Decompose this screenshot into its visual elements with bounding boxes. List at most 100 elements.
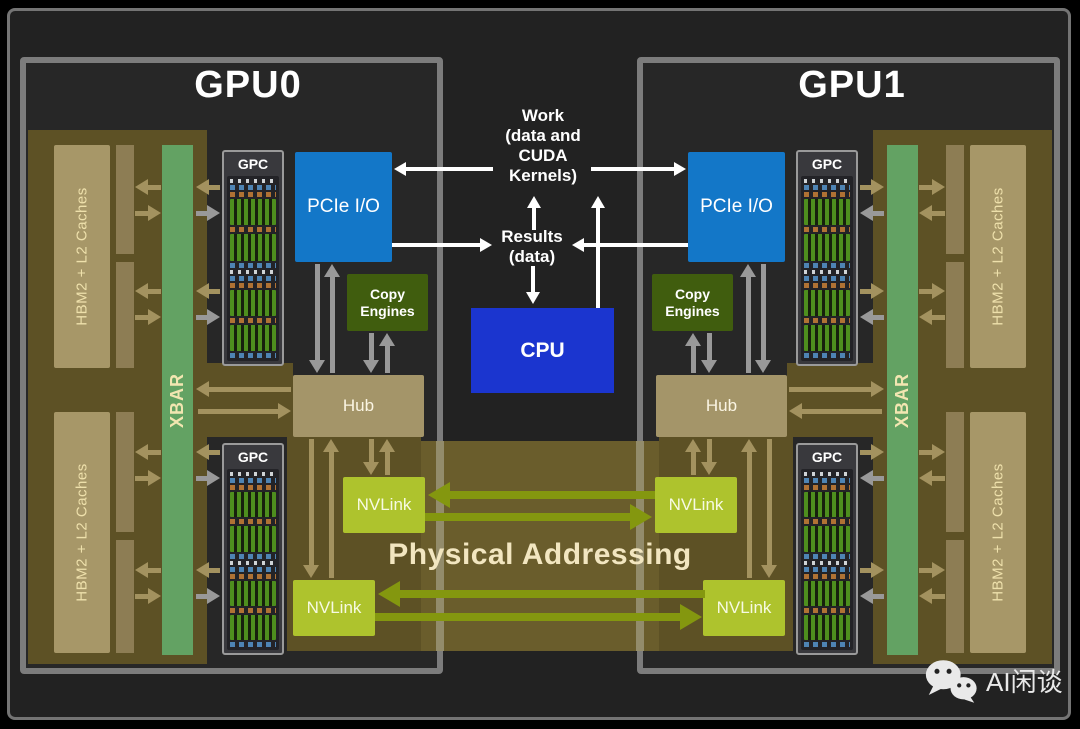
gpu1-nvlink-top: NVLink [655,477,737,533]
gpu1-hbm2-top: HBM2 + L2 Caches [970,145,1026,368]
cpu-label: CPU [520,338,565,362]
gpu0-mem-strip [116,262,134,368]
gpc-row-o [804,192,850,197]
xbar-label: XBAR [167,372,188,428]
gpu0-border-through-band [436,441,444,651]
gpc-row-g [230,199,276,226]
gpu0-nvlink-top: NVLink [343,477,425,533]
gpu1-nvlink-bottom: NVLink [703,580,785,636]
gpu1-xbar-hub-strip [787,363,873,437]
gpc-row-g [230,324,276,351]
gpc-row-g [804,580,850,606]
gpu0-pcie-io: PCIe I/O [295,152,392,262]
gpu1-xbar: XBAR [887,145,918,655]
gpc-row-b [804,478,850,483]
watermark-text: AI闲谈 [986,667,1063,697]
gpc-row-g [230,492,276,518]
gpc-row-w [230,269,276,274]
gpu1-mem-strip [946,540,964,653]
gpc-row-w [804,472,850,476]
nvlink-label: NVLink [668,495,724,514]
gpc-row-o [230,282,276,288]
gpc-row-b [230,566,276,572]
gpu0-nvlink-bottom: NVLink [293,580,375,636]
gpc-row-g [804,614,850,640]
hbm2-label: HBM2 + L2 Caches [73,463,91,602]
gpu1-mem-strip [946,262,964,368]
gpu1-gpc-bottom: GPC [796,443,858,655]
copy-engines-label: Copy Engines [665,285,720,319]
gpc-row-b [230,553,276,559]
gpc-row-g [230,234,276,261]
results-line: (data) [508,247,556,266]
gpc-row-b [230,353,276,358]
gpc-row-b [804,353,850,358]
gpu0-hub: Hub [293,375,424,437]
gpu0-gpc-bottom: GPC [222,443,284,655]
gpc-label: GPC [237,449,269,465]
gpc-row-w [230,560,276,565]
gpu0-copy-engines: Copy Engines [347,274,428,331]
gpc-sm-stack [227,176,279,361]
gpu1-mem-strip [946,412,964,532]
gpu0-gpc-top: GPC [222,150,284,366]
gpc-sm-stack [227,469,279,650]
xbar-label: XBAR [892,372,913,428]
gpc-row-g [804,492,850,518]
gpc-row-b [230,262,276,268]
gpc-row-o [230,573,276,579]
wechat-icon [925,660,977,703]
gpc-row-o [230,607,276,613]
gpc-row-g [230,614,276,640]
gpc-row-o [804,607,850,613]
nvlink-label: NVLink [716,598,772,617]
nvlink-label: NVLink [306,598,362,617]
work-line: CUDA [518,146,568,165]
results-annotation: Results (data) [472,227,592,267]
gpc-row-b [230,642,276,647]
gpc-row-o [230,317,276,323]
gpc-row-o [804,227,850,233]
hub-label: Hub [342,396,375,415]
gpc-row-o [804,317,850,323]
gpc-row-o [804,573,850,579]
gpc-label: GPC [811,449,843,465]
hbm2-label: HBM2 + L2 Caches [73,187,91,326]
gpu1-border-through-band [636,441,644,651]
gpc-row-b [230,185,276,190]
gpc-row-b [804,566,850,572]
gpc-label: GPC [811,156,843,172]
gpc-row-g [230,289,276,316]
gpc-row-g [230,580,276,606]
gpc-row-w [804,179,850,183]
gpc-row-w [804,560,850,565]
pcie-label: PCIe I/O [307,196,380,217]
gpu1-copy-engines: Copy Engines [652,274,733,331]
gpc-label: GPC [237,156,269,172]
gpu1-title: GPU1 [798,64,906,106]
gpu0-hbm2-top: HBM2 + L2 Caches [54,145,110,368]
gpc-row-w [230,472,276,476]
gpu0-xbar-hub-strip [207,363,293,437]
gpc-sm-stack [801,469,853,650]
gpu0-mem-strip [116,540,134,653]
work-annotation: Work (data and CUDA Kernels) [478,106,608,186]
gpc-row-g [230,526,276,552]
gpc-row-g [804,526,850,552]
gpc-row-b [804,262,850,268]
gpu0-mem-strip [116,412,134,532]
gpc-row-o [230,519,276,525]
gpc-row-o [230,227,276,233]
gpu1-mem-strip [946,145,964,254]
gpc-sm-stack [801,176,853,361]
gpc-row-g [804,234,850,261]
pcie-label: PCIe I/O [700,196,773,217]
hbm2-label: HBM2 + L2 Caches [989,463,1007,602]
watermark: AI闲谈 [922,658,1063,703]
gpu0-title: GPU0 [194,64,302,106]
work-line: Kernels) [508,166,578,185]
gpu1-hbm2-bottom: HBM2 + L2 Caches [970,412,1026,653]
results-line: Results [501,227,563,246]
gpc-row-b [804,553,850,559]
